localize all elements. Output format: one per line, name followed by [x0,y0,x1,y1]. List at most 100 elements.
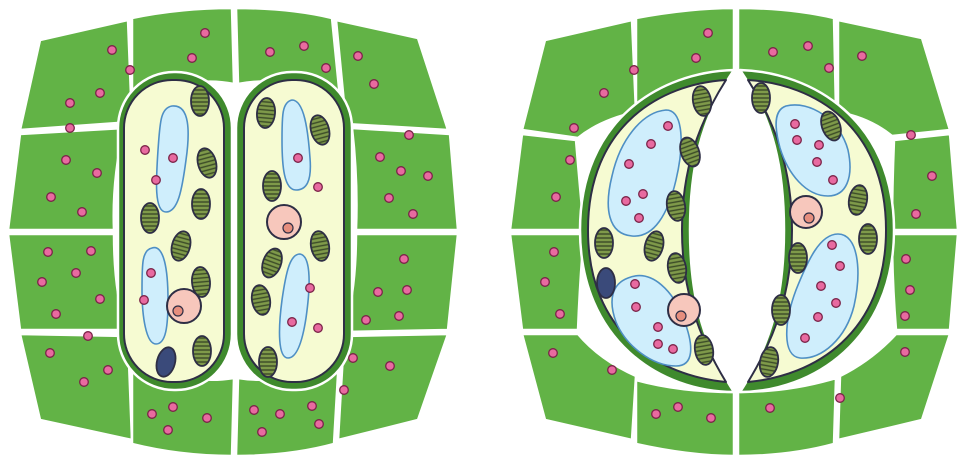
granule [541,278,550,287]
granule [203,414,212,423]
granule [409,210,418,219]
granule [308,402,317,411]
chloroplast [141,203,159,233]
granule [707,414,716,423]
granule [403,286,412,295]
granule [632,303,641,312]
epidermal-cell [352,128,458,230]
epidermal-cell [20,334,132,440]
granule [622,197,631,206]
chloroplast [263,171,281,201]
granule [817,282,826,291]
granule [664,122,673,131]
granule [80,378,89,387]
granule [72,269,81,278]
granule [374,288,383,297]
granule [556,310,565,319]
granule [801,334,810,343]
granule [858,52,867,61]
chloroplast [789,243,807,273]
granule [901,348,910,357]
granule [832,299,841,308]
granule [386,362,395,371]
granule [306,284,315,293]
granule [906,286,915,295]
epidermal-cell [8,234,126,330]
granule [93,169,102,178]
granule [829,176,838,185]
granule [652,410,661,419]
granule [815,141,824,150]
chloroplast [597,268,615,298]
granule [47,193,56,202]
granule [769,48,778,57]
granule [901,312,910,321]
granule [654,323,663,332]
granule [349,354,358,363]
nucleus [167,289,201,323]
granule [288,318,297,327]
closed-stoma-panel [8,8,458,456]
granule [169,154,178,163]
granule [340,386,349,395]
open-stoma-panel [510,8,957,456]
granule [376,153,385,162]
granule [552,193,561,202]
granule [152,176,161,185]
granule [66,99,75,108]
nucleolus [173,306,183,316]
granule [44,248,53,257]
chloroplast [772,295,790,325]
chloroplast [192,189,210,219]
granule [669,345,678,354]
granule [126,66,135,75]
granule [148,410,157,419]
granule [395,312,404,321]
chloroplast [752,83,770,113]
granule [46,349,55,358]
granule [164,426,173,435]
epidermal-cell [338,334,448,440]
granule [647,140,656,149]
epidermal-cell [522,334,636,440]
granule [87,247,96,256]
granule [654,340,663,349]
chloroplast [859,224,877,254]
granule [276,410,285,419]
granule [314,183,323,192]
granule [813,158,822,167]
granule [550,248,559,257]
granule [692,54,701,63]
granule [791,120,800,129]
granule [902,255,911,264]
granule [104,366,113,375]
granule [108,46,117,55]
granule [354,52,363,61]
granule [549,349,558,358]
granule [169,403,178,412]
nucleus [267,205,301,239]
granule [793,136,802,145]
granule [266,48,275,57]
granule [635,214,644,223]
epidermal-cell [336,20,448,130]
granule [814,313,823,322]
granule [188,54,197,63]
nucleus [790,196,822,228]
granule [566,156,575,165]
granule [766,404,775,413]
granule [96,89,105,98]
granule [639,190,648,199]
granule [62,156,71,165]
granule [147,269,156,278]
granule [424,172,433,181]
chloroplast [259,347,277,377]
nucleus [668,294,700,326]
granule [397,167,406,176]
granule [315,420,324,429]
nucleolus [676,311,686,321]
granule [836,262,845,271]
granule [52,310,61,319]
